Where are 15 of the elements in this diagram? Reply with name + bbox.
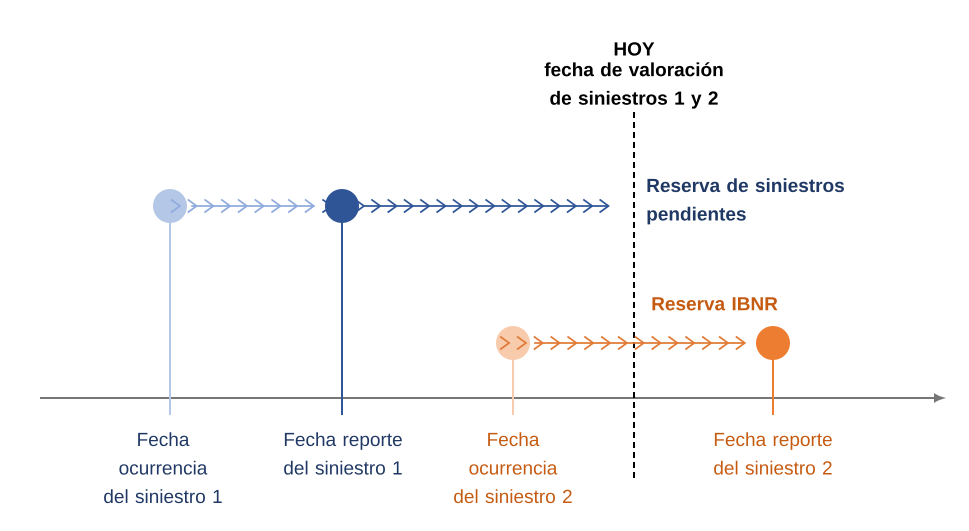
reserve-label: Reserva de siniestros pendientes [647,178,844,224]
timeline-dot [153,189,187,223]
chevron-arrow [500,336,746,350]
date-caption: Fecha ocurrencia del siniestro 1 [104,432,222,504]
timeline-dot [496,326,530,360]
heading-text: HOY [614,42,654,56]
date-caption: Fecha reporte del siniestro 1 [284,432,402,475]
chevron-arrow [322,198,610,214]
heading-text: fecha de valoración de siniestros 1 y 2 [544,62,723,109]
chevron-arrow [170,198,316,214]
reserve-label: Reserva IBNR [652,297,778,310]
timeline-dot [325,189,359,223]
date-caption: Fecha ocurrencia del siniestro 2 [454,432,572,504]
date-caption: Fecha reporte del siniestro 2 [714,432,832,475]
timeline-dot [756,326,790,360]
